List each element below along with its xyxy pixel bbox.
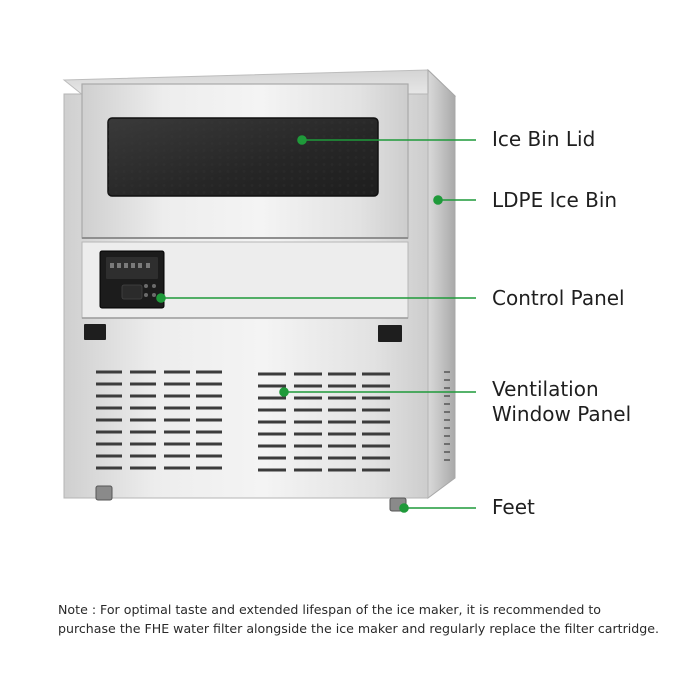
- right-latch: [378, 325, 402, 342]
- side-panel: [427, 68, 456, 499]
- ice-bin-lid: [81, 83, 409, 239]
- callout-dot-ventilation: [279, 387, 289, 397]
- label-control-panel: Control Panel: [492, 286, 625, 310]
- callout-dot-feet: [399, 503, 409, 513]
- label-feet: Feet: [492, 495, 535, 519]
- label-ldpe-ice-bin: LDPE Ice Bin: [492, 188, 618, 212]
- note-text: Note : For optimal taste and extended li…: [58, 600, 668, 638]
- label-ice-bin-lid: Ice Bin Lid: [492, 127, 596, 151]
- callout-lines: [156, 135, 476, 513]
- callout-dot-ldpe-ice-bin: [433, 195, 443, 205]
- callout-dot-control-panel: [156, 293, 166, 303]
- lower-panel: [82, 317, 408, 342]
- label-ventilation-line2: Window Panel: [492, 402, 632, 426]
- ventilation-right: [258, 372, 390, 472]
- label-ventilation-window-panel: Ventilation Window Panel: [492, 377, 631, 427]
- left-latch: [84, 324, 106, 340]
- label-ventilation-line1: Ventilation: [492, 377, 599, 401]
- callout-dot-ice-bin-lid: [297, 135, 307, 145]
- control-panel-unit: [99, 250, 165, 309]
- ventilation-left: [96, 370, 222, 470]
- side-vent: [444, 371, 450, 461]
- note-line-2: purchase the FHE water filter alongside …: [58, 621, 659, 636]
- note-line-1: Note : For optimal taste and extended li…: [58, 602, 601, 617]
